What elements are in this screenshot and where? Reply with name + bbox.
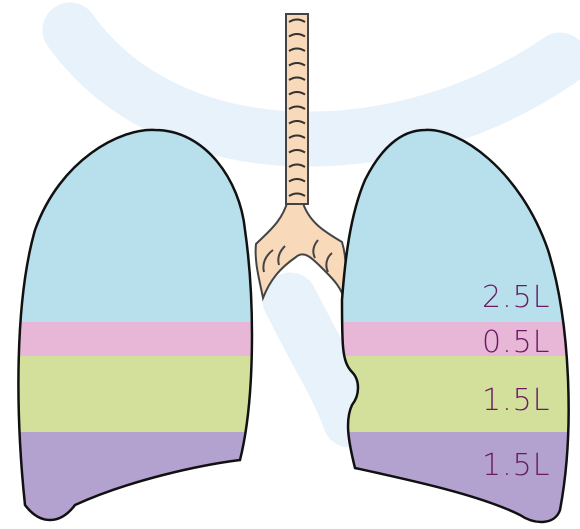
trachea xyxy=(286,14,308,204)
left-band-inspiratory-reserve xyxy=(0,356,300,432)
volume-label: 1.5L xyxy=(482,383,550,418)
left-band-tidal xyxy=(0,322,300,356)
volume-label: 2.5L xyxy=(482,280,550,315)
left-lung xyxy=(0,100,300,529)
left-band-expiratory-reserve xyxy=(0,432,300,529)
volume-label: 1.5L xyxy=(482,448,550,483)
volume-label: 0.5L xyxy=(482,325,550,360)
